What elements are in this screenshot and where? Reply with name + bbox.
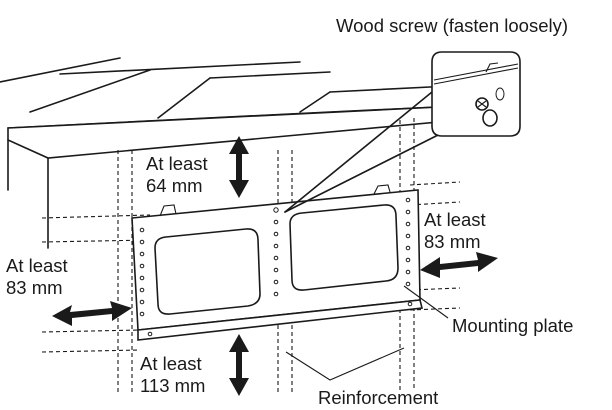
right-clearance-label: At least 83 mm (420, 206, 510, 252)
double-headed-arrow-icon (229, 334, 249, 396)
plate-holes (139, 197, 413, 337)
mounting-plate-label: Mounting plate (452, 315, 573, 336)
svg-text:64 mm: 64 mm (146, 175, 203, 196)
left-clearance-label: At least 83 mm (2, 252, 112, 298)
double-headed-arrow-icon (420, 252, 498, 278)
wall-slab (7, 105, 461, 249)
mounting-plate (131, 184, 423, 341)
svg-text:At least: At least (424, 209, 486, 230)
bottom-clearance-label: At least 113 mm (138, 350, 220, 398)
leader-line (403, 285, 449, 319)
svg-text:83 mm: 83 mm (6, 277, 63, 298)
reinforcement-label: Reinforcement (318, 387, 438, 408)
svg-text:At least: At least (6, 255, 68, 276)
magnifier-inset-icon (284, 51, 521, 213)
wood-screw-label: Wood screw (fasten loosely) (336, 15, 568, 36)
svg-text:At least: At least (146, 153, 208, 174)
leader-line (285, 347, 405, 381)
svg-text:83 mm: 83 mm (424, 231, 481, 252)
svg-text:113 mm: 113 mm (140, 375, 205, 396)
double-headed-arrow-icon (52, 301, 132, 326)
top-clearance-label: At least 64 mm (144, 150, 222, 196)
double-headed-arrow-icon (229, 136, 249, 198)
svg-text:At least: At least (140, 353, 202, 374)
